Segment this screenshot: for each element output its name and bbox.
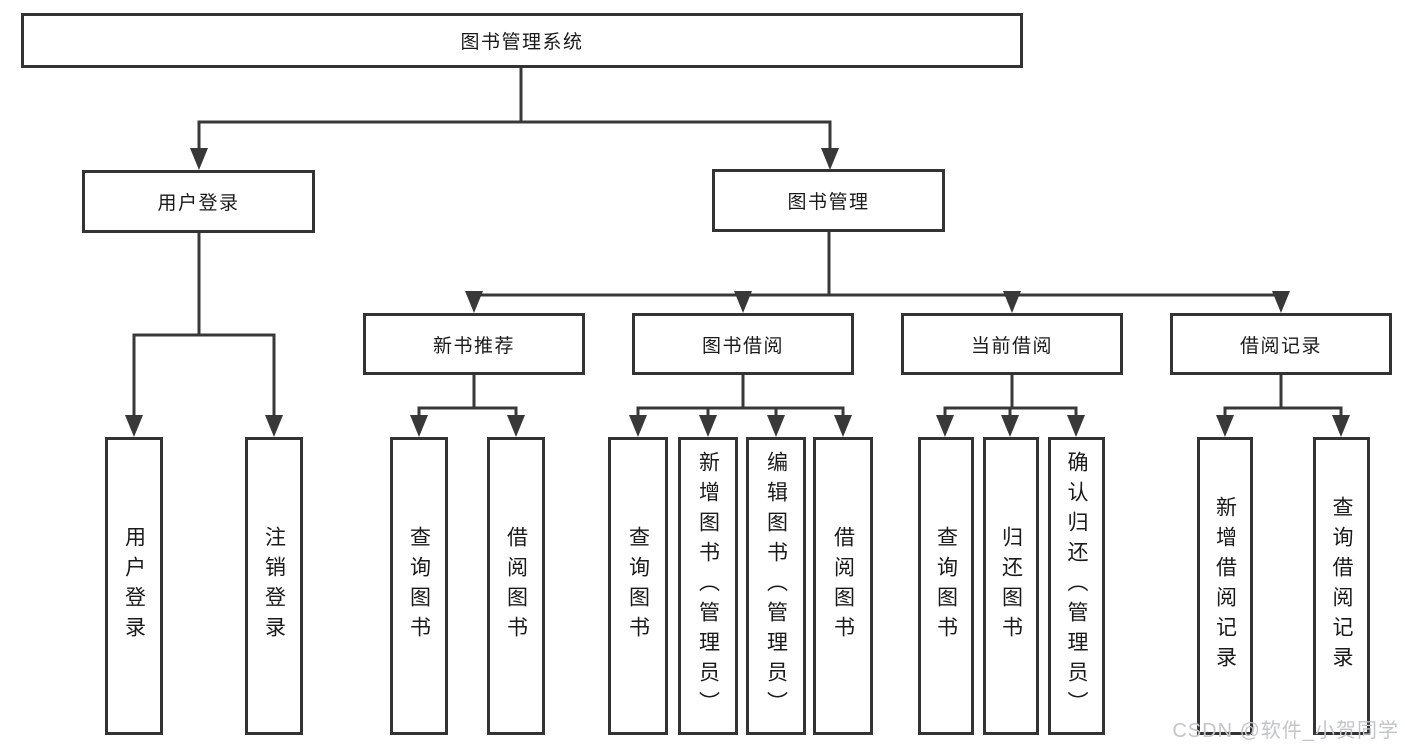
- leaf-add-borrow-record: 新增借阅记录: [1197, 437, 1253, 735]
- node-book-borrowing: 图书借阅: [632, 313, 854, 375]
- node-new-book-recommendation: 新书推荐: [363, 313, 585, 375]
- leaf-query-books-current: 查询图书: [918, 437, 974, 735]
- leaf-borrow-books: 借阅图书: [813, 437, 873, 735]
- node-label: 查询借阅记录: [1330, 496, 1353, 676]
- leaf-add-book-admin: 新增图书（管理员）: [678, 437, 738, 735]
- node-label: 新增图书（管理员）: [696, 451, 720, 721]
- node-label: 用户登录: [122, 526, 146, 646]
- node-label: 当前借阅: [970, 335, 1053, 357]
- node-label: 借阅记录: [1239, 335, 1322, 357]
- leaf-edit-book-admin: 编辑图书（管理员）: [746, 437, 806, 735]
- leaf-query-books-recommend: 查询图书: [390, 437, 448, 735]
- leaf-query-books-borrow: 查询图书: [608, 437, 668, 735]
- leaf-borrow-books-recommend: 借阅图书: [487, 437, 545, 735]
- node-label: 查询图书: [626, 526, 650, 646]
- node-label: 新书推荐: [432, 335, 515, 357]
- node-label: 图书借阅: [701, 335, 784, 357]
- node-label: 查询图书: [934, 526, 958, 646]
- leaf-logout: 注销登录: [245, 437, 303, 735]
- node-label: 用户登录: [157, 193, 240, 214]
- node-label: 新增借阅记录: [1213, 496, 1237, 676]
- node-label: 借阅图书: [504, 526, 528, 646]
- node-borrowing-records: 借阅记录: [1170, 313, 1392, 375]
- node-current-borrowing: 当前借阅: [901, 313, 1123, 375]
- node-label: 注销登录: [262, 526, 286, 646]
- node-book-management: 图书管理: [712, 169, 945, 232]
- node-label: 图书管理: [787, 192, 870, 213]
- leaf-confirm-return-admin: 确认归还（管理员）: [1048, 437, 1105, 735]
- leaf-query-borrow-record: 查询借阅记录: [1313, 437, 1370, 735]
- node-user-login: 用户登录: [82, 170, 315, 233]
- node-label: 查询图书: [407, 526, 431, 646]
- watermark-csdn: CSDN @软件_小贺同学: [1172, 720, 1399, 742]
- leaf-user-login: 用户登录: [105, 437, 163, 735]
- node-label: 图书管理系统: [460, 32, 584, 53]
- node-label: 借阅图书: [831, 526, 855, 646]
- leaf-return-book: 归还图书: [983, 437, 1039, 735]
- node-label: 确认归还（管理员）: [1065, 451, 1088, 721]
- node-label: 归还图书: [999, 526, 1023, 646]
- node-label: 编辑图书（管理员）: [764, 451, 788, 721]
- node-library-management-system: 图书管理系统: [21, 13, 1023, 68]
